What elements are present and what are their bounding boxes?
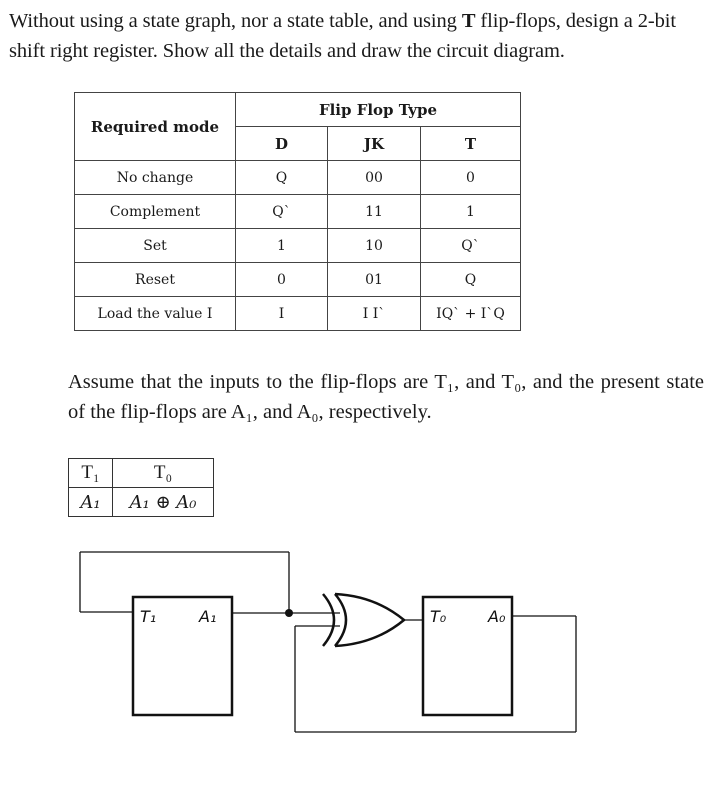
flip-flop-1 bbox=[131, 595, 234, 717]
d-cell: 0 bbox=[235, 262, 328, 297]
t-input-table: T₁ T₀ A₁ A₁ ⊕ A₀ bbox=[68, 458, 214, 517]
jk-cell: 10 bbox=[327, 228, 421, 263]
table-row: Set 1 10 Q` bbox=[74, 228, 521, 263]
table-row: Reset 0 01 Q bbox=[74, 262, 521, 297]
table-row: Complement Q` 11 1 bbox=[74, 194, 521, 229]
mode-cell: Reset bbox=[74, 262, 236, 297]
ff1-input-label: T₁ bbox=[140, 607, 156, 626]
d-cell: I bbox=[235, 296, 328, 331]
table-row: Load the value I I I I` IQ` + I`Q bbox=[74, 296, 521, 331]
circuit-diagram: T₁ A₁ T₀ A₀ bbox=[79, 551, 577, 733]
type-d-header: D bbox=[235, 126, 328, 161]
table-row: No change Q 00 0 bbox=[74, 160, 521, 195]
d-cell: Q bbox=[235, 160, 328, 195]
question-part1: Without using a state graph, nor a state… bbox=[9, 10, 462, 32]
t-cell: Q` bbox=[420, 228, 521, 263]
xor-gate bbox=[322, 592, 406, 648]
ff0-output-label: A₀ bbox=[487, 607, 506, 626]
d-cell: Q` bbox=[235, 194, 328, 229]
type-t-header: T bbox=[420, 126, 521, 161]
mode-cell: Load the value I bbox=[74, 296, 236, 331]
t0-expression: A₁ ⊕ A₀ bbox=[112, 487, 214, 517]
t-cell: Q bbox=[420, 262, 521, 297]
mode-cell: Set bbox=[74, 228, 236, 263]
junction-dot bbox=[285, 609, 293, 617]
question-bold-t: T bbox=[461, 10, 476, 32]
flip-flop-0 bbox=[421, 595, 514, 717]
question-part2: flip-flops, design a 2-bit shift right r… bbox=[9, 10, 676, 62]
jk-cell: 11 bbox=[327, 194, 421, 229]
type-jk-header: JK bbox=[327, 126, 421, 161]
jk-cell: I I` bbox=[327, 296, 421, 331]
jk-cell: 01 bbox=[327, 262, 421, 297]
flip-flop-type-header: Flip Flop Type bbox=[235, 92, 521, 127]
t-cell: 1 bbox=[420, 194, 521, 229]
ff0-input-label: T₀ bbox=[430, 607, 447, 626]
question-text: Without using a state graph, nor a state… bbox=[9, 6, 709, 66]
t1-header: T₁ bbox=[68, 458, 113, 488]
mode-cell: No change bbox=[74, 160, 236, 195]
t1-expression: A₁ bbox=[68, 487, 113, 517]
d-cell: 1 bbox=[235, 228, 328, 263]
assumption-text: Assume that the inputs to the flip-flops… bbox=[68, 371, 704, 423]
required-mode-header: Required mode bbox=[74, 92, 236, 161]
t-cell: IQ` + I`Q bbox=[420, 296, 521, 331]
flip-flop-table: Required mode Flip Flop Type D JK T No c… bbox=[74, 92, 521, 331]
t0-header: T₀ bbox=[112, 458, 214, 488]
t-cell: 0 bbox=[420, 160, 521, 195]
mode-cell: Complement bbox=[74, 194, 236, 229]
jk-cell: 00 bbox=[327, 160, 421, 195]
ff1-output-label: A₁ bbox=[198, 607, 216, 626]
